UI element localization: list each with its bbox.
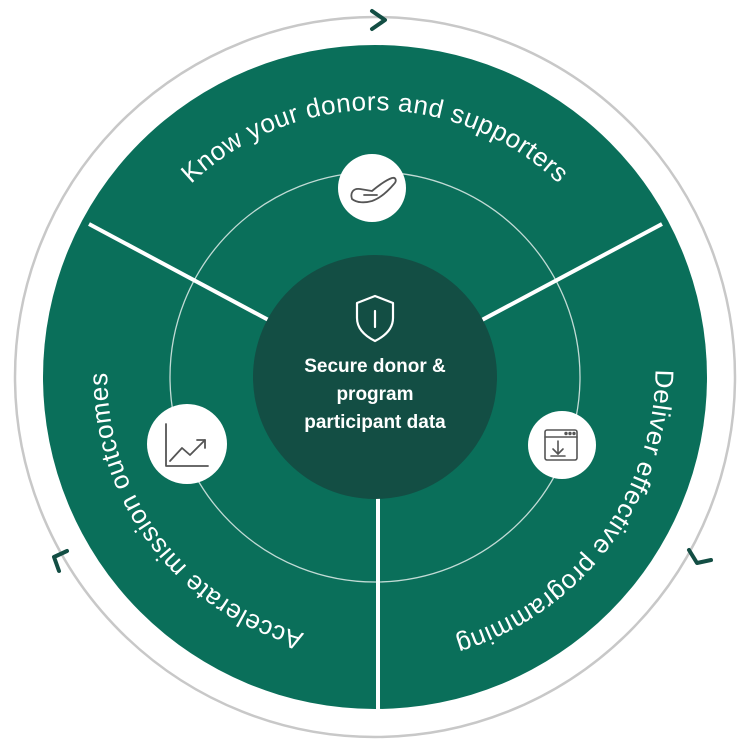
chevron-up-left-icon xyxy=(52,549,69,573)
center-line-2: program xyxy=(336,384,413,405)
growth-chart-icon xyxy=(165,423,209,467)
center-line-3: participant data xyxy=(304,412,446,433)
chevron-down-left-icon xyxy=(687,548,713,565)
growth-chart-icon-circle xyxy=(147,404,227,484)
hand-icon xyxy=(350,176,397,204)
hand-icon-circle xyxy=(338,154,406,222)
calendar-download-icon-circle xyxy=(528,411,596,479)
center-line-1: Secure donor & xyxy=(304,356,446,377)
calendar-download-icon xyxy=(544,429,578,461)
shield-icon xyxy=(355,294,395,343)
chevron-right-icon xyxy=(370,9,387,31)
center-circle xyxy=(253,255,497,499)
outer-ring xyxy=(13,15,737,739)
